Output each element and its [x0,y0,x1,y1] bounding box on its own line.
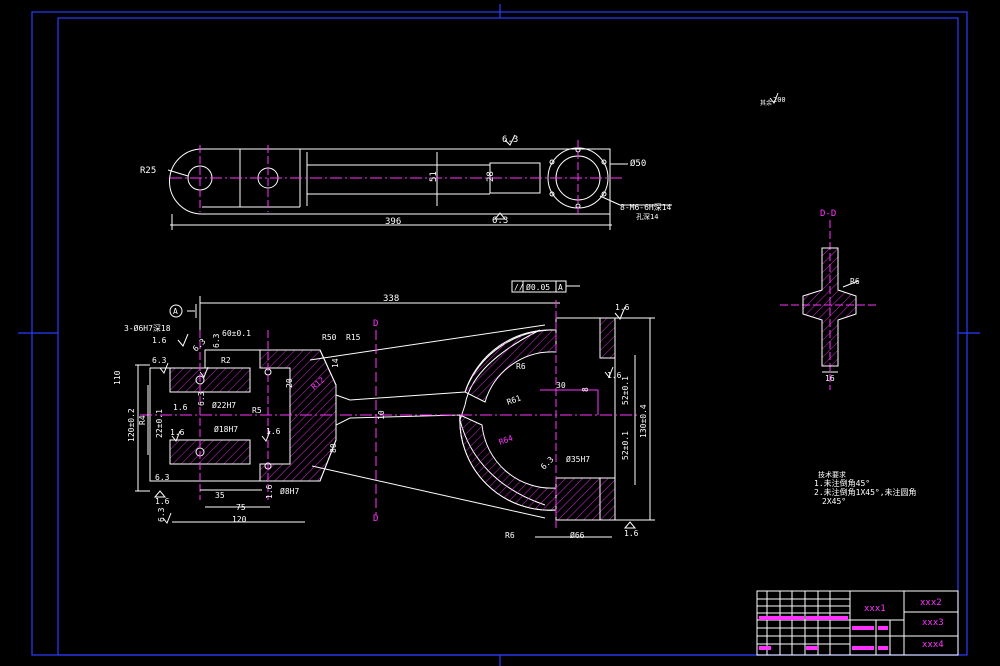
r6-bottom-label: R6 [505,531,515,540]
length-396: 396 [385,217,401,227]
corner-roughness-note: 其余 200 [760,92,786,107]
tol-value: Ø0.05 [526,282,550,292]
r64-label: R64 [498,433,515,446]
dim-80: 80 [329,443,338,453]
sheet-frame [18,4,980,666]
corner-note-prefix: 其余 [760,99,772,107]
tol-symbol: // [514,283,524,292]
r5-label: R5 [252,406,262,415]
r4-label: R4 [138,415,147,425]
dia8-label: Ø8H7 [280,486,299,496]
title-name: xxx1 [864,604,886,614]
r25-label: R25 [140,166,156,176]
dim-120: 120 [232,515,247,524]
title-block: xxx1 xxx2 xxx3 xxx4 [756,590,959,656]
rough-3: 6.3 [212,333,221,348]
title-code: xxx2 [920,598,942,608]
tol-datum: A [558,283,563,292]
r2-label: R2 [221,356,231,365]
dia50-label: Ø50 [630,158,646,169]
dim-51: 51 [429,171,439,182]
dia35-label: Ø35H7 [566,454,590,464]
dim-130: 130±0.4 [639,404,648,438]
rough-7: 1.6 [155,497,170,506]
dia18-label: Ø18H7 [214,424,238,434]
tech-item-3: 2X45° [822,497,846,506]
dim-28: 28 [486,171,496,182]
title-material: xxx3 [922,618,944,628]
rough-11: 6.3 [197,391,206,406]
dim-30: 30 [556,381,566,390]
section-dd [780,220,878,390]
section-dd-labels: D-D R6 16 [820,209,860,383]
top-view [167,134,672,230]
dia22-label: Ø22H7 [212,400,236,410]
dim-120h: 120±0.2 [127,408,136,442]
dim-52b: 52±0.1 [621,431,630,460]
dim-14: 14 [331,358,340,368]
rough-10: 1.6 [624,529,639,538]
thread-label: 8-M6-6H深14 [620,203,672,212]
rough-4: 1.6 [170,428,185,437]
section-mark-top: D [373,319,378,329]
holes-label: 3-Ø6H7深18 [124,323,171,333]
tech-item-2: 2.未注倒角1X45°,未注圆角 [814,487,917,497]
rough-right-top: 1.6 [615,303,630,312]
dim-20: 20 [285,378,294,388]
rough-5: 1.6 [266,427,281,436]
roughness-bottom: 6.3 [492,216,508,226]
dim-338: 338 [383,294,399,304]
datum-a: A [173,307,178,316]
tech-requirements: 技术要求 1.未注倒角45° 2.未注倒角1X45°,未注圆角 2X45° [814,470,917,506]
dim-75: 75 [236,503,246,512]
dim-110: 110 [113,370,122,385]
dim-60: 60±0.1 [222,329,251,338]
section-mark-bottom: D [373,514,378,524]
dia66-label: Ø66 [570,530,585,540]
dim-8: 8 [581,387,590,392]
rough-9: 1.6 [607,371,622,380]
roughness-top: 6.3 [502,135,518,145]
tech-title: 技术要求 [818,470,846,479]
rough-1: 1.6 [152,336,167,345]
rough-14: 1.6 [265,484,274,499]
r15-label: R15 [346,333,361,342]
r50-label: R50 [322,333,337,342]
tech-item-1: 1.未注倒角45° [814,478,870,488]
section-title: D-D [820,209,836,219]
rough-6: 6.3 [155,473,170,482]
top-view-labels: R25 6.3 6.3 Ø50 8-M6-6H深14 孔深14 396 51 2… [140,135,672,227]
thread-depth-label: 孔深14 [636,212,658,221]
corner-note-value: 200 [773,96,786,104]
dim-22: 22±0.1 [155,409,164,438]
dim-35: 35 [215,491,225,500]
section-radius: R6 [850,277,860,286]
section-width: 16 [825,374,835,383]
front-view [135,280,655,538]
rough-2: 6.3 [152,356,167,365]
dim-10: 10 [377,410,386,420]
title-org: xxx4 [922,640,944,650]
r61-label: R61 [506,393,523,406]
r6-label: R6 [516,362,526,371]
rough-13: 1.6 [173,403,188,412]
dim-52a: 52±0.1 [621,376,630,405]
rough-15: 6.3 [539,455,556,472]
rough-8: 6.3 [157,507,166,522]
